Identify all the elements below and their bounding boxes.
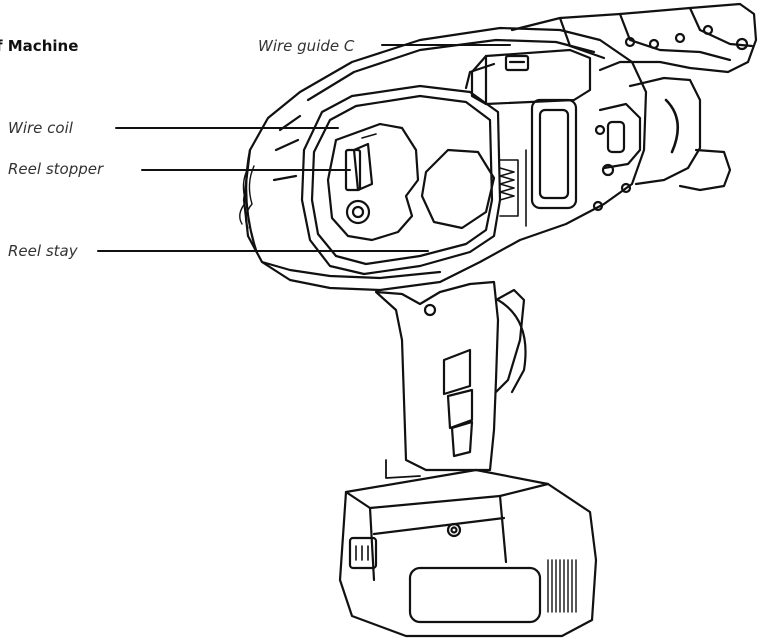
battery-screw-inner: [450, 526, 458, 534]
arm-screw: [674, 32, 686, 44]
battery-vent-grille: [547, 559, 577, 613]
reel-stopper-lever: [344, 148, 362, 192]
arm-screw: [648, 38, 660, 50]
trigger: [496, 298, 527, 394]
plate-screw: [601, 163, 615, 177]
callout-wire-coil: Wire coil: [8, 119, 73, 137]
reel-stopper-knob-inner: [351, 205, 365, 219]
callout-wire-guide-c: Wire guide C: [258, 37, 355, 55]
arm-screw: [702, 24, 714, 36]
main-housing: [242, 26, 648, 292]
plate-screw: [594, 124, 606, 136]
callout-reel-stay: Reel stay: [8, 242, 78, 260]
battery-pack: [338, 459, 598, 638]
reel-stopper-knob: [345, 199, 371, 225]
battery-label-panel: [408, 566, 542, 624]
side-plate: [530, 98, 642, 212]
wire-guide-slot: [504, 54, 530, 72]
nose-arm: [510, 2, 758, 74]
reel-stopper-latch: [326, 122, 420, 242]
arm-screw: [624, 36, 636, 48]
handle-screw: [423, 303, 437, 317]
side-window: [530, 98, 578, 210]
section-heading: f Machine: [0, 37, 79, 55]
reel-hub: [420, 148, 496, 230]
battery-screw: [446, 522, 462, 538]
battery-release: [348, 536, 378, 570]
lower-jaw: [628, 76, 732, 192]
reel-cover: [245, 84, 502, 276]
spring-mechanism: [499, 149, 527, 227]
plate-screw: [592, 200, 604, 212]
wire-guide-block: [464, 48, 592, 106]
plate-screw: [620, 182, 632, 194]
arm-screw: [735, 37, 749, 51]
coil-wire-strand: [239, 165, 255, 229]
callout-reel-stopper: Reel stopper: [8, 160, 104, 178]
handle-grip: [374, 280, 526, 472]
